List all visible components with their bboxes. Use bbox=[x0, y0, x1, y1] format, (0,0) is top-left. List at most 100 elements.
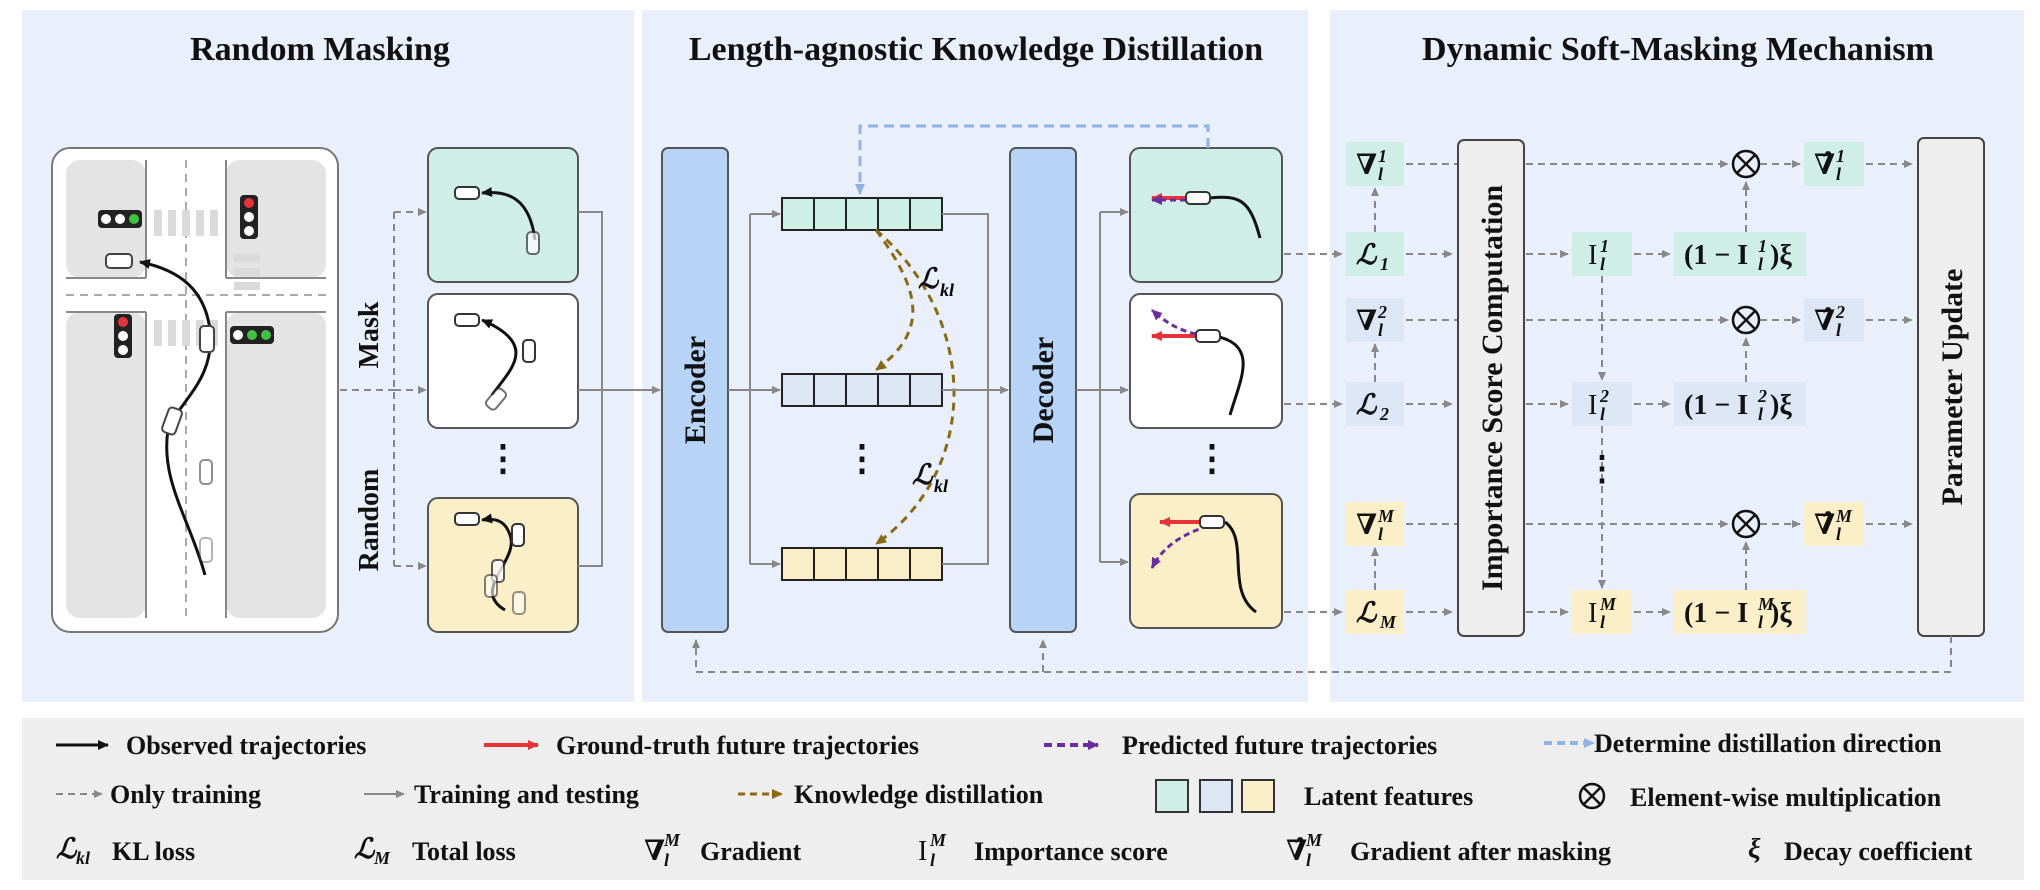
grad-sup-2: 2 bbox=[1377, 302, 1387, 322]
imp-sup-3: M bbox=[1599, 594, 1617, 614]
ellipsis-importance: ⋮ bbox=[1585, 451, 1619, 488]
decoder-block: Decoder bbox=[1009, 147, 1077, 633]
svg-text:M: M bbox=[373, 848, 391, 868]
multiply-icon-3 bbox=[1731, 509, 1761, 539]
title-lakd: Length-agnostic Knowledge Distillation bbox=[689, 31, 1263, 68]
loss-box-2 bbox=[1346, 382, 1404, 426]
decay-xi-1: )ξ bbox=[1770, 240, 1792, 271]
encoder-label: Encoder bbox=[679, 336, 712, 444]
svg-text:ℒ: ℒ bbox=[56, 834, 78, 865]
decay-text-3: (1 − I bbox=[1684, 598, 1748, 629]
legend-kd: Knowledge distillation bbox=[794, 780, 1044, 809]
kl-label-1: ℒ kl bbox=[918, 264, 954, 300]
latent-vector-1 bbox=[781, 197, 943, 231]
legend-grad-mask: Gradient after masking bbox=[1350, 837, 1611, 866]
legend-total-loss: Total loss bbox=[412, 837, 516, 866]
masked-grad-sub-1: l bbox=[1836, 164, 1841, 184]
legend-direction: Determine distillation direction bbox=[1594, 729, 1942, 758]
mask-to-encoder-arrows bbox=[578, 211, 661, 567]
output-sample-2 bbox=[1129, 293, 1283, 429]
legend-train-test: Training and testing bbox=[414, 780, 639, 809]
kd-arrows bbox=[874, 228, 956, 546]
masked-grad-symbol-1: ∇̂ bbox=[1814, 150, 1835, 181]
decay-box-2 bbox=[1674, 382, 1806, 426]
distillation-direction-arrow bbox=[855, 124, 1210, 195]
decay-sub-1: l bbox=[1758, 254, 1763, 274]
legend-latent: Latent features bbox=[1304, 782, 1473, 811]
scene-to-mask-arrows bbox=[340, 208, 427, 570]
decay-text-1: (1 − I bbox=[1684, 240, 1748, 271]
decay-sup-3: M bbox=[1757, 594, 1775, 614]
feedback-arrow bbox=[692, 636, 1952, 673]
masked-sample-1 bbox=[427, 147, 579, 283]
svg-text:kl: kl bbox=[940, 280, 954, 300]
grad-box-2 bbox=[1346, 298, 1404, 342]
imp-sub-2: l bbox=[1600, 404, 1605, 424]
random-label: Random bbox=[354, 469, 385, 572]
title-random-masking: Random Masking bbox=[190, 31, 450, 68]
imp-box-3 bbox=[1572, 590, 1632, 634]
masked-sample-2 bbox=[427, 293, 579, 429]
loss-sub-2: 2 bbox=[1379, 404, 1389, 424]
latent-vector-2 bbox=[781, 373, 943, 407]
imp-sub-1: l bbox=[1600, 254, 1605, 274]
legend-importance: Importance score bbox=[974, 837, 1168, 866]
masked-sample-3 bbox=[427, 497, 579, 633]
decay-sup-1: 1 bbox=[1758, 236, 1767, 256]
ellipsis-outputs: ⋮ bbox=[1194, 438, 1230, 478]
decay-sub-3: l bbox=[1758, 612, 1763, 632]
grad-symbol-3: ∇ bbox=[1356, 510, 1377, 541]
grad-sup-1: 1 bbox=[1378, 146, 1387, 166]
svg-text:M: M bbox=[929, 830, 947, 850]
grad-box-3 bbox=[1346, 502, 1404, 546]
decay-sub-2: l bbox=[1758, 404, 1763, 424]
imp-box-1 bbox=[1572, 232, 1632, 276]
imp-sub-3: l bbox=[1600, 612, 1605, 632]
svg-text:kl: kl bbox=[76, 848, 90, 868]
loss-symbol-2: ℒ bbox=[1356, 390, 1378, 421]
loss-box-1 bbox=[1346, 232, 1404, 276]
svg-text:I: I bbox=[918, 836, 927, 867]
imp-sup-1: 1 bbox=[1600, 236, 1609, 256]
output-to-loss-arrows bbox=[1284, 250, 1343, 616]
imp-symbol-3: I bbox=[1588, 598, 1597, 629]
masked-grad-sup-3: M bbox=[1835, 506, 1853, 526]
svg-text:ℒ: ℒ bbox=[918, 264, 940, 295]
legend-decay: Decay coefficient bbox=[1784, 837, 1973, 866]
masked-grad-box-2 bbox=[1804, 298, 1864, 342]
mask-label: Mask bbox=[354, 301, 385, 368]
grad-symbol-1: ∇ bbox=[1356, 150, 1377, 181]
svg-text:ℒ: ℒ bbox=[912, 460, 934, 491]
legend-observed: Observed trajectories bbox=[126, 731, 366, 760]
importance-score-block: Importance Score Computation bbox=[1457, 139, 1525, 637]
loss-sub-3: M bbox=[1379, 612, 1397, 632]
multiply-icon-1 bbox=[1731, 149, 1761, 179]
output-sample-3 bbox=[1129, 493, 1283, 629]
loss-sub-1: 1 bbox=[1380, 254, 1389, 274]
svg-text:l: l bbox=[930, 850, 935, 870]
decay-sup-2: 2 bbox=[1757, 386, 1767, 406]
ellipsis-masks: ⋮ bbox=[485, 438, 521, 478]
title-dsm: Dynamic Soft-Masking Mechanism bbox=[1422, 31, 1934, 68]
grad-sub-1: l bbox=[1378, 164, 1383, 184]
parameter-update-block: Parameter Update bbox=[1917, 137, 1985, 637]
svg-text:∇̂: ∇̂ bbox=[1286, 836, 1307, 867]
intersection-scene bbox=[51, 147, 339, 633]
output-sample-1 bbox=[1129, 147, 1283, 283]
masked-grad-box-3 bbox=[1804, 502, 1864, 546]
grad-sub-3: l bbox=[1378, 524, 1383, 544]
svg-text:M: M bbox=[663, 830, 681, 850]
imp-box-2 bbox=[1572, 382, 1632, 426]
legend-panel bbox=[22, 718, 2024, 880]
masked-grad-sup-1: 1 bbox=[1836, 146, 1845, 166]
legend-gradient: Gradient bbox=[700, 837, 801, 866]
grad-sub-2: l bbox=[1378, 320, 1383, 340]
decoder-label: Decoder bbox=[1027, 337, 1060, 444]
decay-xi-2: )ξ bbox=[1770, 390, 1792, 421]
decoder-to-output-arrows bbox=[1076, 208, 1129, 566]
masked-grad-sub-2: l bbox=[1836, 320, 1841, 340]
svg-text:M: M bbox=[1305, 830, 1323, 850]
svg-text:ξ: ξ bbox=[1748, 834, 1761, 865]
masked-grad-sup-2: 2 bbox=[1835, 302, 1845, 322]
